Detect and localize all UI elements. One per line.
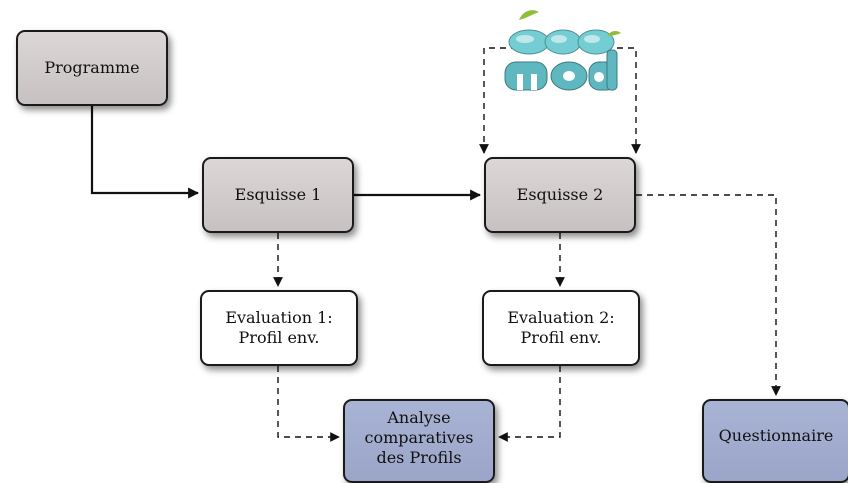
node-esquisse-1: Esquisse 1 [202, 157, 354, 233]
node-evaluation-2-line1: Evaluation 2: [507, 308, 615, 327]
node-evaluation-2: Evaluation 2: Profil env. [482, 290, 640, 366]
arrow-evaluation1-to-analyse [277, 366, 340, 442]
leaf-icon [607, 31, 621, 36]
node-esquisse-2: Esquisse 2 [484, 157, 636, 233]
ecomod-logo: eco mod [504, 10, 621, 91]
node-questionnaire: Questionnaire [702, 399, 848, 483]
node-evaluation-1-line1: Evaluation 1: [225, 308, 333, 327]
node-analyse-comparatives: Analyse comparatives des Profils [343, 399, 495, 483]
node-programme: Programme [16, 30, 168, 106]
node-questionnaire-label: Questionnaire [718, 426, 834, 445]
logo-text-bottom: mod [559, 80, 562, 82]
node-analyse-line2: comparatives [364, 428, 474, 447]
node-esquisse-2-label: Esquisse 2 [516, 185, 604, 204]
logo-mod-letters [504, 49, 618, 91]
leaf-icon [519, 10, 539, 20]
arrow-programme-to-esquisse1 [90, 106, 200, 199]
node-programme-label: Programme [44, 58, 140, 77]
node-evaluation-2-line2: Profil env. [520, 328, 602, 347]
arrow-evaluation2-to-analyse [498, 366, 561, 442]
arrow-esquisse2-to-questionnaire [636, 194, 781, 396]
node-analyse-line1: Analyse [387, 408, 451, 427]
node-evaluation-1-line2: Profil env. [238, 328, 320, 347]
node-esquisse-1-label: Esquisse 1 [234, 185, 322, 204]
node-evaluation-1: Evaluation 1: Profil env. [200, 290, 358, 366]
node-analyse-line3: des Profils [376, 448, 462, 467]
